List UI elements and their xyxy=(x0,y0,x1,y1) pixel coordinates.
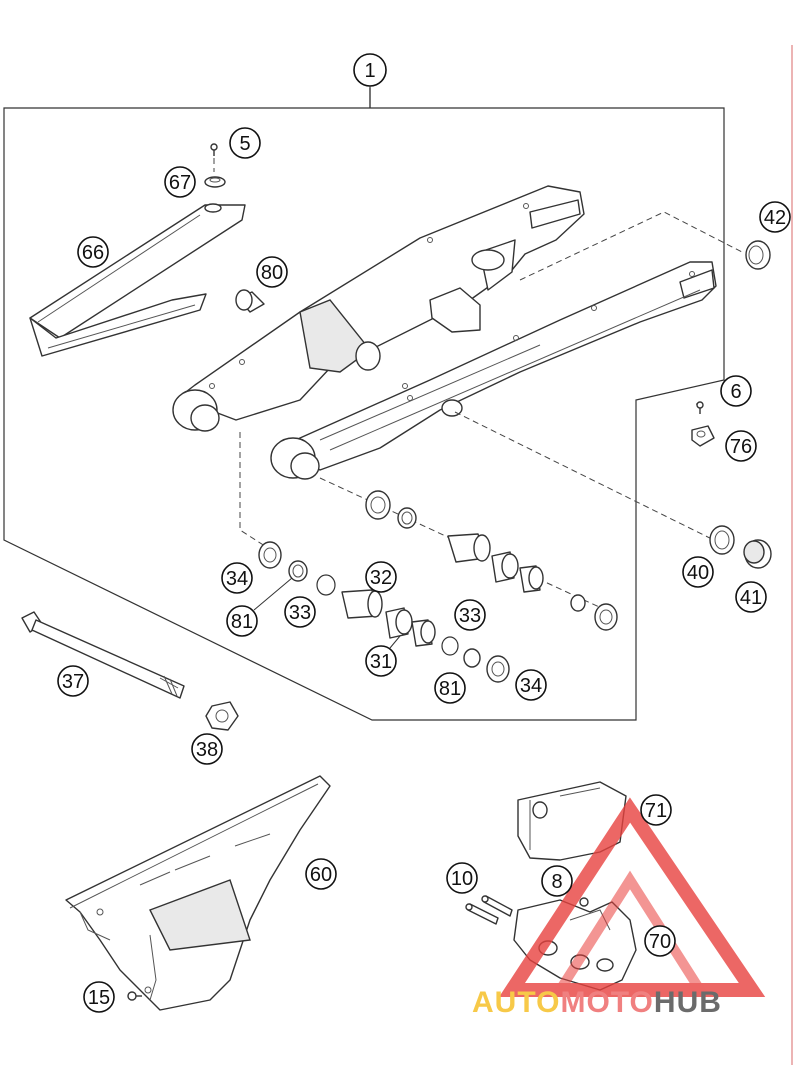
bearing-stack-lower xyxy=(258,541,510,683)
watermark-part-1: AUTO xyxy=(472,986,560,1019)
swingarm xyxy=(172,185,717,480)
svg-text:66: 66 xyxy=(82,242,104,264)
callout-41: 41 xyxy=(735,581,767,613)
svg-text:6: 6 xyxy=(730,381,741,403)
callout-32: 32 xyxy=(365,561,397,593)
bolts-10 xyxy=(465,895,513,925)
svg-text:31: 31 xyxy=(370,651,392,673)
pivot-axle-37 xyxy=(21,611,185,699)
callout-5: 5 xyxy=(229,127,261,159)
svg-text:40: 40 xyxy=(687,562,709,584)
svg-text:67: 67 xyxy=(169,172,191,194)
leader-line xyxy=(389,635,401,649)
screw-6 xyxy=(696,401,704,414)
callout-33: 33 xyxy=(284,596,316,628)
svg-text:80: 80 xyxy=(261,262,283,284)
callout-67: 67 xyxy=(164,166,196,198)
callout-8: 8 xyxy=(541,865,573,897)
screw-5 xyxy=(210,143,218,156)
callout-31: 31 xyxy=(365,645,397,677)
clip-76 xyxy=(691,425,715,447)
callout-80: 80 xyxy=(256,256,288,288)
bushing-80 xyxy=(235,289,265,313)
nut-8 xyxy=(579,897,589,907)
svg-text:81: 81 xyxy=(231,611,253,633)
bearing-stack-upper xyxy=(365,490,618,631)
screw-15 xyxy=(127,991,142,1001)
assembly-outline xyxy=(3,88,725,721)
washer-67 xyxy=(204,176,226,188)
seal-40 xyxy=(709,525,735,555)
callout-33: 33 xyxy=(454,599,486,631)
callout-37: 37 xyxy=(57,665,89,697)
svg-text:15: 15 xyxy=(88,987,110,1009)
callout-1: 1 xyxy=(353,53,387,87)
callout-81: 81 xyxy=(434,672,466,704)
svg-text:33: 33 xyxy=(459,605,481,627)
callout-42: 42 xyxy=(759,201,791,233)
callout-15: 15 xyxy=(83,981,115,1013)
svg-text:10: 10 xyxy=(451,868,473,890)
svg-text:33: 33 xyxy=(289,602,311,624)
nut-38 xyxy=(205,701,239,731)
callout-60: 60 xyxy=(305,858,337,890)
svg-text:37: 37 xyxy=(62,671,84,693)
callout-38: 38 xyxy=(191,733,223,765)
svg-text:81: 81 xyxy=(439,678,461,700)
watermark-text: AUTOMOTOHUB xyxy=(472,986,722,1019)
svg-text:1: 1 xyxy=(364,60,375,82)
callout-66: 66 xyxy=(77,236,109,268)
svg-text:71: 71 xyxy=(645,800,667,822)
watermark-part-3: HUB xyxy=(654,986,722,1019)
chain-cover-60 xyxy=(65,775,331,1011)
dash-line xyxy=(454,411,731,549)
callout-34: 34 xyxy=(221,562,253,594)
svg-text:42: 42 xyxy=(764,207,786,229)
callout-71: 71 xyxy=(640,794,672,826)
svg-text:8: 8 xyxy=(551,871,562,893)
callout-10: 10 xyxy=(446,862,478,894)
cap-41 xyxy=(743,539,772,569)
chain-slider xyxy=(29,203,246,357)
dash-line xyxy=(239,432,269,549)
callout-70: 70 xyxy=(644,925,676,957)
watermark-part-2: MOTO xyxy=(560,986,653,1019)
callout-6: 6 xyxy=(720,375,752,407)
svg-text:41: 41 xyxy=(740,587,762,609)
svg-text:76: 76 xyxy=(730,436,752,458)
callout-34: 34 xyxy=(515,669,547,701)
svg-text:5: 5 xyxy=(239,133,250,155)
callout-40: 40 xyxy=(682,556,714,588)
chain-guide-bracket-70 xyxy=(513,899,637,991)
svg-text:60: 60 xyxy=(310,864,332,886)
svg-text:38: 38 xyxy=(196,739,218,761)
bushing-42 xyxy=(745,240,771,270)
svg-text:32: 32 xyxy=(370,567,392,589)
callout-81: 81 xyxy=(226,605,258,637)
leader-line xyxy=(253,577,293,611)
dash-line xyxy=(519,211,743,281)
svg-text:34: 34 xyxy=(226,568,248,590)
svg-text:34: 34 xyxy=(520,675,542,697)
svg-text:70: 70 xyxy=(649,931,671,953)
callout-76: 76 xyxy=(725,430,757,462)
